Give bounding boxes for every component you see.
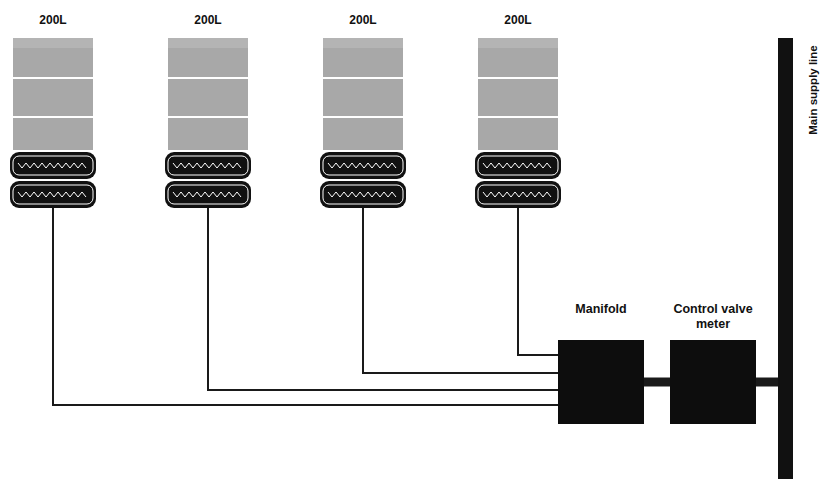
water-barrel: 200L: [320, 10, 406, 208]
tyre-rim: [323, 185, 403, 204]
hose-line: [53, 208, 558, 405]
tyre-rim: [478, 156, 558, 175]
black-unit: [558, 340, 644, 424]
tyre: [475, 152, 561, 179]
component-box: Control valve meter: [670, 298, 756, 424]
tyre-rim: [478, 185, 558, 204]
barrel-on-tyres: [475, 10, 561, 208]
hose-line: [363, 208, 558, 373]
tyre-tread: [173, 192, 241, 197]
tyre-rim: [13, 156, 93, 175]
water-barrel: 200L: [10, 10, 96, 208]
barrel-top: [13, 38, 93, 48]
tyre-tread: [483, 192, 551, 197]
hose-line: [518, 208, 558, 355]
water-barrel: 200L: [165, 10, 251, 208]
black-unit: [670, 340, 756, 424]
pipe-link: [644, 378, 670, 387]
pipe-link: [756, 378, 778, 387]
tyre: [10, 152, 96, 179]
barrel-top: [478, 38, 558, 48]
capacity-label: 200L: [320, 12, 406, 28]
pipe-bar: [778, 38, 793, 479]
component-label: Control valve meter: [670, 302, 756, 332]
barrel-band: [478, 77, 558, 79]
barrel-body: [168, 38, 248, 150]
capacity-label: 200L: [10, 12, 96, 28]
tyre-rim: [168, 156, 248, 175]
tyre-tread: [483, 163, 551, 168]
tyre-rim: [168, 185, 248, 204]
supply-pipe: Main supply line: [778, 38, 822, 479]
barrel-body: [13, 38, 93, 150]
barrel-on-tyres: [10, 10, 96, 208]
barrel-band: [13, 116, 93, 118]
barrel-band: [168, 116, 248, 118]
pipe-label: Main supply line: [806, 45, 820, 134]
component-box: Manifold: [558, 298, 644, 424]
tyre-rim: [323, 156, 403, 175]
tyre-tread: [173, 163, 241, 168]
barrel-top: [323, 38, 403, 48]
barrel-band: [323, 116, 403, 118]
barrel-body: [478, 38, 558, 150]
capacity-label: 200L: [475, 12, 561, 28]
barrel-top: [168, 38, 248, 48]
barrel-body: [323, 38, 403, 150]
tyre-tread: [328, 163, 396, 168]
tyre: [165, 152, 251, 179]
water-barrel: 200L: [475, 10, 561, 208]
barrel-on-tyres: [165, 10, 251, 208]
barrel-band: [478, 116, 558, 118]
tyre: [320, 181, 406, 208]
capacity-label: 200L: [165, 12, 251, 28]
barrel-band: [168, 77, 248, 79]
component-label: Manifold: [558, 302, 644, 317]
tyre: [165, 181, 251, 208]
tyre: [10, 181, 96, 208]
tyre-tread: [18, 163, 86, 168]
hose-line: [208, 208, 558, 390]
tyre-tread: [18, 192, 86, 197]
tyre: [320, 152, 406, 179]
barrel-band: [323, 77, 403, 79]
tyre-tread: [328, 192, 396, 197]
barrel-band: [13, 77, 93, 79]
barrel-on-tyres: [320, 10, 406, 208]
tyre-rim: [13, 185, 93, 204]
tyre: [475, 181, 561, 208]
